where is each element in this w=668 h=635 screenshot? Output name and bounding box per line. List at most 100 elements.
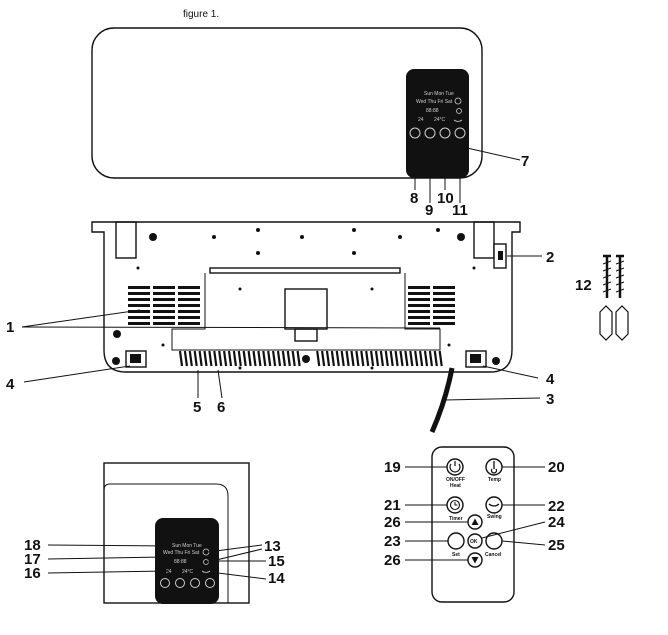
callout-14: 14 <box>268 570 285 587</box>
power-cord <box>429 367 455 434</box>
remote-timer-label: Timer <box>449 516 463 522</box>
vent-slat <box>433 310 455 313</box>
vent-slat <box>128 310 150 313</box>
grille-fin <box>286 350 291 367</box>
detail-button-swing[interactable] <box>205 578 215 588</box>
grille-fin <box>394 350 399 367</box>
grille-fin <box>213 350 218 367</box>
callout-13: 13 <box>264 538 281 555</box>
grille-fin <box>232 350 237 367</box>
remote-cancel-label: Cancel <box>485 552 502 558</box>
detail-temp-room: 24°C <box>182 569 194 575</box>
grille-fin <box>374 350 380 367</box>
vent-slat <box>128 304 150 307</box>
callout-2: 2 <box>546 249 554 266</box>
wall-plug-icon <box>615 305 629 341</box>
panel-button-swing[interactable] <box>454 127 466 139</box>
grille-fin <box>257 350 262 367</box>
grille-fin <box>242 350 247 367</box>
grille-fin <box>276 350 282 367</box>
power-icon <box>449 461 461 473</box>
motor-housing <box>171 273 441 351</box>
thermometer-icon <box>490 461 498 474</box>
grille-fin <box>296 350 301 367</box>
grille-fin <box>330 350 335 367</box>
top-rail <box>209 267 401 274</box>
vent-slat <box>433 286 455 289</box>
grille-fin <box>438 350 443 367</box>
grille-fin <box>267 350 272 367</box>
sun-icon <box>454 97 462 105</box>
callout-5: 5 <box>193 399 201 416</box>
display-temp-set: 24 <box>418 117 424 123</box>
remote-swing-button[interactable] <box>485 496 503 514</box>
air-outlet-grille <box>178 350 443 367</box>
grille-fin <box>178 350 184 367</box>
wall-screws-and-plugs <box>599 254 629 341</box>
heater-body <box>91 27 483 179</box>
control-panel-detail <box>155 518 219 604</box>
swing-icon <box>488 503 500 507</box>
callout-8: 8 <box>410 190 418 207</box>
clock-icon <box>449 499 461 511</box>
remote-temp-label: Temp <box>488 477 501 483</box>
display-days-top: Sun Mon Tue <box>424 91 454 97</box>
vent-slat <box>408 322 430 325</box>
center-tab <box>294 328 318 342</box>
display-temp-room: 24°C <box>434 117 446 123</box>
panel-button-onoff[interactable] <box>409 127 421 139</box>
air-vent-right <box>408 286 455 325</box>
callout-10: 10 <box>437 190 454 207</box>
remote-set-button[interactable] <box>447 532 465 550</box>
panel-button-timer[interactable] <box>439 127 451 139</box>
screw-icon <box>615 254 625 298</box>
callout-3: 3 <box>546 391 554 408</box>
callout-6: 6 <box>217 399 225 416</box>
grille-fin <box>365 350 370 367</box>
grille-fin <box>370 350 375 367</box>
detail-days-top: Sun Mon Tue <box>172 543 202 549</box>
remote-ok-button[interactable] <box>467 533 483 549</box>
detail-button-temp[interactable] <box>175 578 185 588</box>
detail-temp-set: 24 <box>166 569 172 575</box>
vent-slat <box>408 298 430 301</box>
grille-fin <box>414 350 419 367</box>
grille-fin <box>262 350 267 367</box>
grille-fin <box>345 350 350 367</box>
heat-icon <box>456 108 462 114</box>
grille-fin <box>404 350 409 367</box>
figure-caption: figure 1. <box>183 9 219 20</box>
detail-days-bottom: Wed Thu Fri Sat <box>163 550 200 556</box>
heater-rear-view <box>21 221 542 434</box>
center-plate <box>284 288 328 330</box>
swing-icon <box>201 570 211 573</box>
grille-fin <box>193 350 198 367</box>
grille-fin <box>188 350 193 367</box>
detail-button-timer[interactable] <box>190 578 200 588</box>
grille-fin <box>350 350 355 367</box>
bracket-right <box>473 221 495 259</box>
callout-4-right: 4 <box>546 371 555 388</box>
vent-slat <box>153 310 175 313</box>
grille-fin <box>223 350 228 367</box>
callout-4-left: 4 <box>6 376 15 393</box>
vent-slat <box>128 322 150 325</box>
callout-19: 19 <box>384 459 401 476</box>
detail-button-onoff[interactable] <box>160 578 170 588</box>
vent-slat <box>408 316 430 319</box>
foot-right <box>465 350 487 368</box>
grille-fin <box>325 350 331 367</box>
vent-slat <box>128 286 150 289</box>
panel-button-temp[interactable] <box>424 127 436 139</box>
remote-swing-label: Swing <box>487 514 502 520</box>
vent-slat <box>433 316 455 319</box>
grille-fin <box>183 350 188 367</box>
vent-slat <box>178 322 200 325</box>
vent-slat <box>178 310 200 313</box>
callout-7: 7 <box>521 153 529 170</box>
grille-fin <box>272 350 277 367</box>
vent-slat <box>433 304 455 307</box>
vent-slat <box>128 298 150 301</box>
vent-slat <box>128 316 150 319</box>
grille-fin <box>335 350 340 367</box>
